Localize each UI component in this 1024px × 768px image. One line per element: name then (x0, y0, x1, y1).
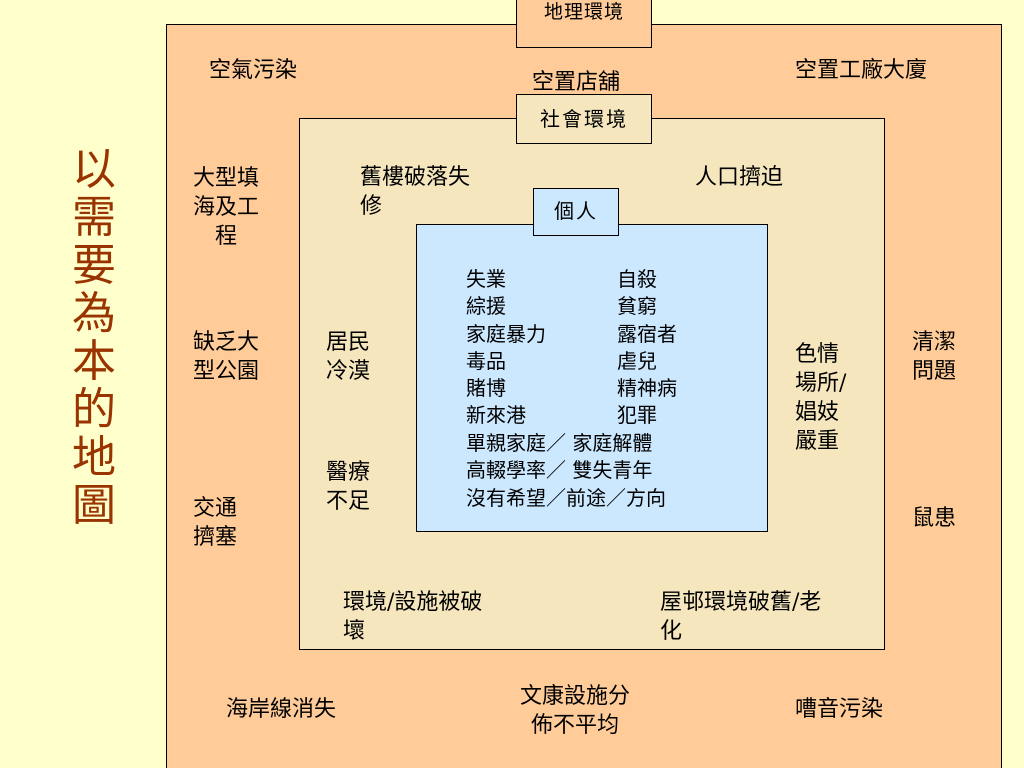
individual-box (416, 224, 768, 532)
social-item-indifference: 居民 冷漠 (326, 330, 371, 384)
title-char: 本 (72, 336, 116, 387)
individual-item: 虐兒 (617, 348, 657, 373)
title-char: 需 (72, 192, 116, 243)
individual-item: 賭博 (466, 376, 506, 401)
title-char: 要 (72, 240, 116, 291)
geo-item-vacant-shops: 空置店舖 (532, 70, 621, 95)
individual-tag: 個人 (533, 188, 619, 236)
individual-item: 沒有希望／前途／方向 (466, 485, 666, 510)
social-item-vandalism: 環境/設施被破 壞 (343, 590, 483, 644)
individual-item: 家庭暴力 (466, 321, 546, 346)
geo-item-vacant-factory: 空置工廠大廈 (795, 58, 928, 83)
geo-item-noise: 嘈音污染 (795, 697, 884, 722)
individual-item: 露宿者 (617, 321, 677, 346)
map-title: 以 需 要 為 本 的 地 圖 (66, 146, 122, 530)
title-char: 地 (72, 432, 116, 483)
title-char: 的 (72, 384, 116, 435)
geo-item-culture-facilities: 文康設施分 佈不平均 (520, 684, 631, 738)
geo-item-coastline: 海岸線消失 (226, 697, 337, 722)
individual-item: 犯罪 (617, 403, 657, 428)
individual-item: 高輟學率／ 雙失青年 (466, 458, 653, 483)
individual-item: 貧窮 (617, 294, 657, 319)
individual-item: 毒品 (466, 348, 506, 373)
geo-item-lack-of-parks: 缺乏大 型公園 (193, 330, 260, 384)
geo-item-cleanliness: 清潔 問題 (912, 330, 957, 384)
social-environment-tag: 社會環境 (516, 94, 652, 144)
individual-item: 自殺 (617, 267, 657, 291)
individual-item: 綜援 (466, 294, 506, 319)
geo-item-reclamation: 大型填 海及工 程 (193, 166, 260, 249)
social-item-medical: 醫療 不足 (326, 460, 371, 514)
individual-list-full: 單親家庭／ 家庭解體 高輟學率／ 雙失青年 沒有希望／前途／方向 (466, 430, 666, 512)
geographic-environment-tag: 地理環境 (516, 0, 652, 48)
geo-item-rodents: 鼠患 (912, 506, 957, 531)
individual-list-right: 自殺 貧窮 露宿者 虐兒 精神病 犯罪 (617, 266, 677, 430)
title-char: 為 (72, 288, 116, 339)
title-char: 圖 (72, 480, 116, 531)
geo-item-traffic: 交通 擠塞 (193, 496, 238, 550)
individual-item: 新來港 (466, 403, 526, 428)
individual-list-left: 失業 綜援 家庭暴力 毒品 賭博 新來港 (466, 266, 546, 430)
geo-item-air-pollution: 空氣污染 (209, 58, 298, 83)
title-char: 以 (72, 144, 116, 195)
individual-item: 精神病 (617, 376, 677, 401)
social-item-old-buildings: 舊樓破落失 修 (360, 165, 471, 219)
social-item-estate-aging: 屋邨環境破舊/老 化 (660, 590, 822, 644)
social-item-vice: 色情 場所/ 娼妓 嚴重 (795, 342, 847, 454)
individual-item: 單親家庭／ 家庭解體 (466, 431, 653, 455)
individual-item: 失業 (466, 267, 506, 291)
social-item-crowding: 人口擠迫 (695, 165, 784, 190)
